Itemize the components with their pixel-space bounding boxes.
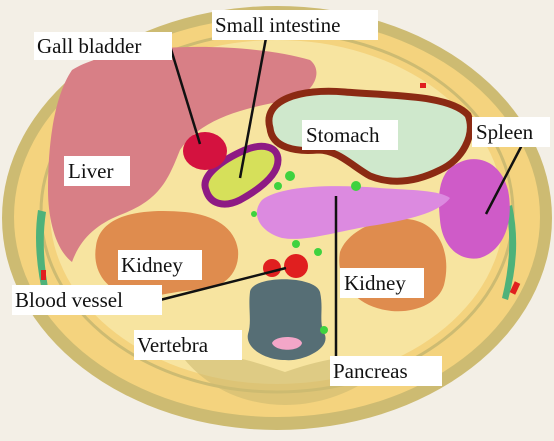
green-dot: [292, 240, 300, 248]
spleen-shape: [439, 159, 510, 258]
green-dot: [251, 211, 257, 217]
blood-vessel-aorta: [284, 254, 308, 278]
stomach-label: Stomach: [306, 123, 380, 147]
left-red-spot: [41, 270, 46, 280]
blood-vessel-label: Blood vessel: [15, 288, 123, 312]
liver-label: Liver: [68, 159, 113, 183]
green-dot: [274, 182, 282, 190]
spleen-label: Spleen: [476, 120, 534, 144]
kidney-left-label: Kidney: [121, 253, 183, 277]
green-dot: [320, 326, 328, 334]
top-red-spot: [420, 83, 426, 88]
green-dot: [285, 171, 295, 181]
green-dot: [314, 248, 322, 256]
vertebra-label: Vertebra: [137, 333, 209, 357]
gall-bladder-shape: [183, 132, 227, 170]
green-dot: [351, 181, 361, 191]
kidney-right-label: Kidney: [344, 271, 406, 295]
pancreas-label: Pancreas: [333, 359, 408, 383]
gall-bladder-label: Gall bladder: [37, 34, 141, 58]
small-intestine-label: Small intestine: [215, 13, 340, 37]
